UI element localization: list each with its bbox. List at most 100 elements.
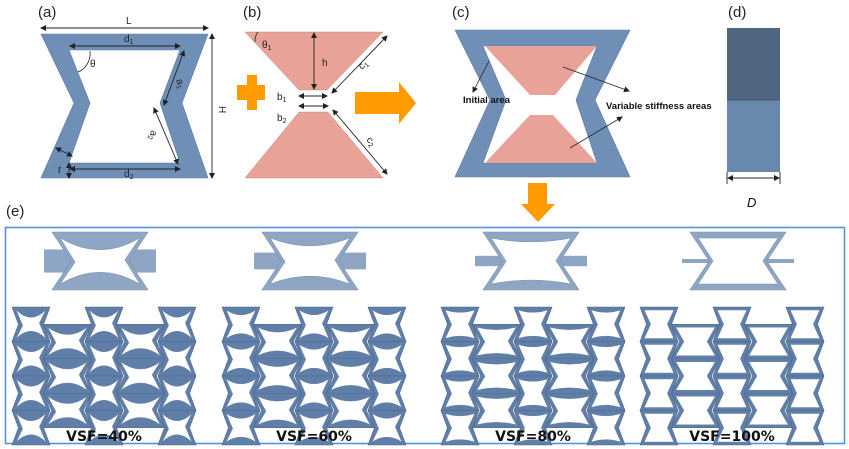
lattice-cell bbox=[639, 341, 679, 377]
lattice-interstitial-cell bbox=[43, 323, 92, 360]
dim-theta: θ bbox=[90, 59, 96, 70]
dim-H: H bbox=[216, 106, 227, 113]
dim-theta1: θ1 bbox=[262, 40, 272, 52]
variable-stiffness-bottom bbox=[485, 115, 597, 163]
lattice-cell-void bbox=[47, 396, 88, 425]
variable-area-pointer-top bbox=[562, 66, 630, 93]
panel-e-frame bbox=[4, 226, 846, 445]
lattice-cell-void bbox=[225, 343, 257, 374]
lattice-cell-void bbox=[517, 309, 549, 339]
lattice-cell bbox=[513, 341, 553, 377]
lattice-cell-void bbox=[590, 378, 622, 408]
dim-a1-line bbox=[162, 50, 186, 106]
lattice-cell bbox=[639, 375, 679, 411]
panel-d: (d) D bbox=[726, 4, 781, 210]
lattice-cell-void bbox=[371, 412, 403, 443]
lattice-cell bbox=[785, 410, 825, 446]
lattice-interstitial-cell bbox=[326, 323, 375, 360]
lattice-cell-void bbox=[15, 378, 47, 408]
unit-cell-40 bbox=[44, 231, 156, 291]
lattice-cell-void bbox=[88, 344, 120, 374]
lattice-cell bbox=[11, 410, 51, 446]
lattice-cell-void bbox=[643, 344, 675, 374]
lattice-cell-void bbox=[748, 361, 789, 391]
lattice-cell-void bbox=[517, 413, 549, 443]
plus-icon bbox=[237, 75, 265, 110]
lattice-cell-void bbox=[120, 396, 161, 425]
dim-b2: b2 bbox=[277, 113, 287, 125]
panel-d-label: (d) bbox=[728, 4, 746, 21]
dim-c1: c1 bbox=[356, 58, 371, 73]
lattice-cell-void bbox=[517, 344, 549, 374]
lattice-interstitial-cell bbox=[472, 358, 521, 394]
lattice-cell-void bbox=[549, 361, 590, 391]
lattice-cell bbox=[586, 306, 626, 342]
lattice-interstitial-cell bbox=[43, 392, 92, 429]
lattice-cell bbox=[221, 375, 261, 411]
lattice-interstitial-cell bbox=[671, 392, 720, 429]
lattice-interstitial-cell bbox=[671, 323, 720, 360]
initial-area-pointer bbox=[472, 60, 490, 93]
lattice-cell bbox=[11, 341, 51, 377]
lattice-cell-void bbox=[748, 327, 789, 356]
lattice-cell-void bbox=[444, 378, 476, 408]
theta-arc bbox=[77, 50, 91, 73]
annotation-variable-stiffness: Variable stiffness areas bbox=[606, 101, 712, 112]
lattice-cell-void bbox=[161, 309, 193, 339]
lattice-interstitial-cell bbox=[253, 358, 302, 394]
dim-t: t bbox=[58, 165, 62, 176]
lattice-interstitial-cell bbox=[545, 358, 594, 394]
lattice-cell-void bbox=[120, 361, 161, 391]
variable-stiffness-top bbox=[485, 46, 597, 95]
lattice-interstitial-cell bbox=[253, 392, 302, 429]
unit-cell-80 bbox=[475, 231, 587, 291]
side-tab-right bbox=[766, 259, 794, 263]
lattice-cell bbox=[11, 306, 51, 342]
panel-e-label: (e) bbox=[6, 203, 24, 220]
lattice-cell bbox=[84, 341, 124, 377]
arrow-right-icon bbox=[355, 82, 416, 124]
lattice-cell bbox=[712, 375, 752, 411]
lattice-interstitial-cell bbox=[472, 392, 521, 429]
panel-b-label: (b) bbox=[243, 4, 261, 21]
lattice-cell-void bbox=[298, 378, 330, 409]
lattice-cell-void bbox=[549, 326, 590, 357]
dim-D: D bbox=[747, 195, 756, 210]
lattice-cell bbox=[440, 306, 480, 342]
lattice-interstitial-cell bbox=[253, 323, 302, 360]
lattice-cell-void bbox=[549, 395, 590, 426]
lattice-cell bbox=[157, 375, 197, 411]
lattice-cell-void bbox=[225, 412, 257, 443]
dim-t-line bbox=[55, 147, 73, 157]
lattice-cell-void bbox=[330, 361, 371, 391]
side-tab-left bbox=[254, 252, 282, 270]
lattice-cell bbox=[513, 410, 553, 446]
panel-c: (c) Initial area Variable stiffness area… bbox=[452, 4, 712, 178]
dim-a1: a1 bbox=[172, 77, 187, 90]
lattice-interstitial-cell bbox=[744, 358, 793, 394]
lattice-cell-void bbox=[371, 343, 403, 374]
vsf-variant: VSF=80% bbox=[440, 231, 626, 446]
lattice-interstitial-cell bbox=[545, 323, 594, 360]
lattice-cell-void bbox=[15, 413, 47, 443]
lattice-cell bbox=[294, 306, 334, 342]
lattice-cell-void bbox=[444, 309, 476, 339]
lattice-cell-void bbox=[789, 309, 821, 339]
side-tab-left bbox=[44, 249, 72, 273]
lattice-cell-void bbox=[643, 309, 675, 339]
lattice-cell bbox=[367, 341, 407, 377]
lattice-cell-void bbox=[47, 361, 88, 391]
unit-cell-void bbox=[269, 237, 351, 285]
lattice-cell bbox=[712, 410, 752, 446]
vsf-variants: VSF=40%VSF=60%VSF=80%VSF=100% bbox=[11, 231, 825, 446]
lattice-cell-void bbox=[444, 344, 476, 374]
annotation-initial-area: Initial area bbox=[463, 95, 511, 106]
lattice-interstitial-cell bbox=[43, 358, 92, 394]
lattice-cell-void bbox=[88, 378, 120, 408]
lattice-cell-void bbox=[716, 378, 748, 408]
dim-d2: d2 bbox=[124, 169, 134, 181]
dim-L: L bbox=[126, 16, 132, 27]
lattice-cell bbox=[440, 410, 480, 446]
dim-c2-line bbox=[332, 109, 388, 175]
lattice-interstitial-cell bbox=[326, 358, 375, 394]
